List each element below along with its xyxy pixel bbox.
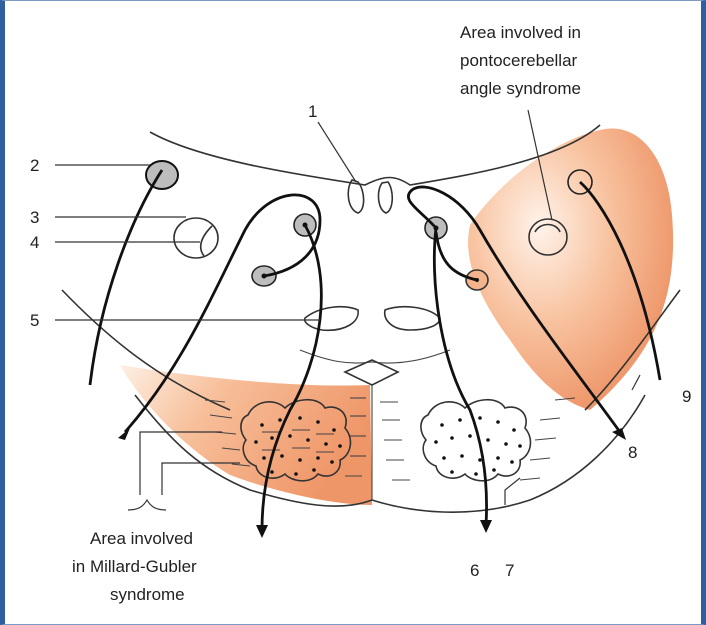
pontocerebellar-label-line1: Area involved in [460,23,581,42]
label-7: 7 [505,561,514,580]
nucleus-3-4 [174,218,218,258]
label-bracket [128,500,166,510]
pontine-nuclei-right [421,400,531,481]
label-2: 2 [30,156,39,175]
label-6: 6 [470,561,479,580]
label-5: 5 [30,311,39,330]
pontocerebellar-lesion-area [468,128,673,410]
millard-gubler-label-line3: syndrome [110,585,185,604]
medial-lemniscus-right [385,307,440,330]
label-8: 8 [628,443,637,462]
millard-gubler-label-line2: in Millard-Gubler [72,557,197,576]
pontocerebellar-label-line3: angle syndrome [460,79,581,98]
medial-lemniscus-left [305,307,359,331]
label-3: 3 [30,208,39,227]
fiber-2 [90,170,162,385]
millard-gubler-lesion-area [120,365,372,505]
median-longitudinal-fasciculus-right [379,182,393,213]
nucleus-2 [146,161,178,189]
millard-gubler-label-line1: Area involved [90,529,193,548]
label-9: 9 [682,387,691,406]
label-1: 1 [308,102,317,121]
midline-notch [345,360,398,385]
pontocerebellar-label-line2: pontocerebellar [460,51,578,70]
label-4: 4 [30,233,39,252]
